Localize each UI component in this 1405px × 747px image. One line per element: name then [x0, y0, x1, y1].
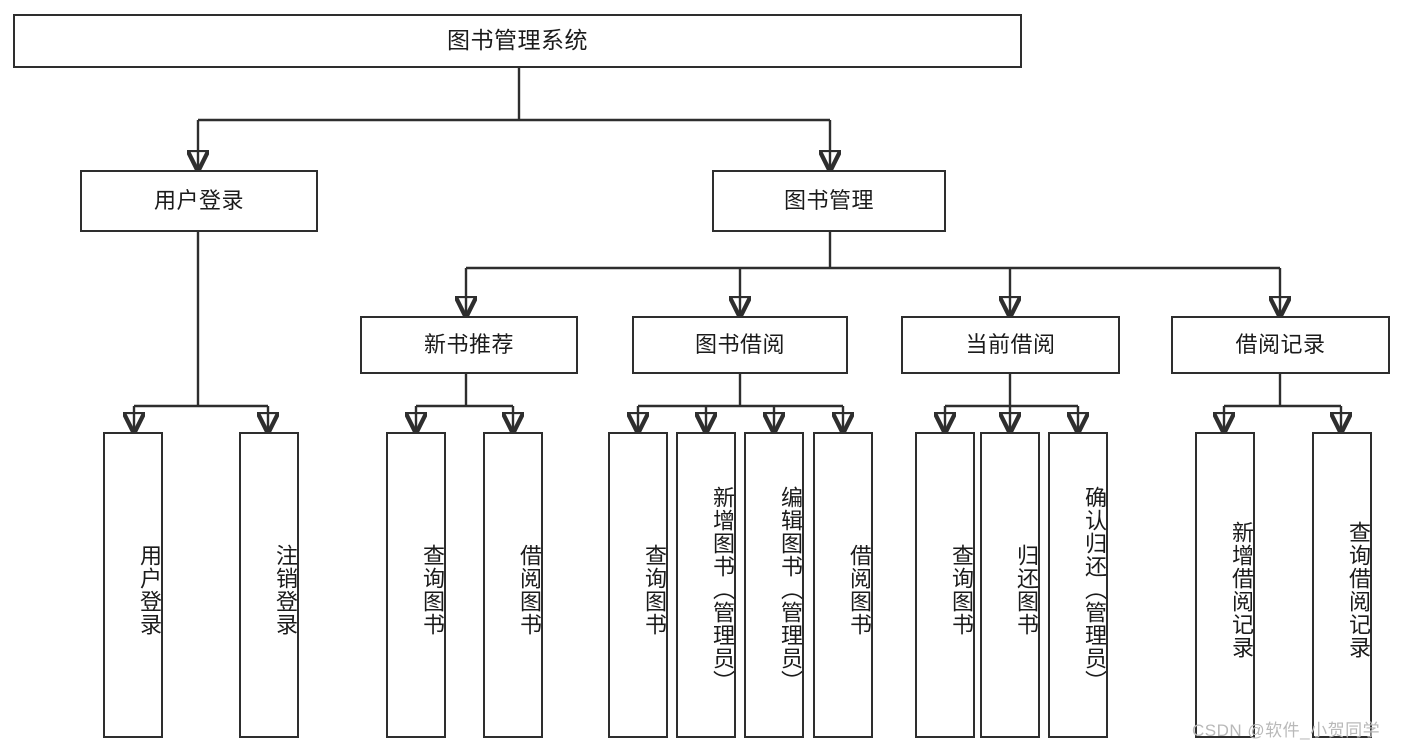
leaf-borrow-edit-book-admin[interactable]: 编辑图书（管理员） — [744, 432, 804, 738]
leaf-record-query-borrow-record[interactable]: 查询借阅记录 — [1312, 432, 1372, 738]
leaf-new-book-borrow-books[interactable]: 借阅图书 — [483, 432, 543, 738]
node-label: 当前借阅 — [965, 331, 1056, 357]
node-label: 查询图书 — [642, 543, 667, 636]
leaf-current-query-books[interactable]: 查询图书 — [915, 432, 975, 738]
leaf-record-add-borrow-record[interactable]: 新增借阅记录 — [1195, 432, 1255, 738]
node-label: 归还图书 — [1014, 543, 1039, 636]
node-label: 查询图书 — [420, 543, 445, 636]
node-label: 确认归还（管理员） — [1082, 486, 1107, 693]
node-current-borrowing[interactable]: 当前借阅 — [901, 316, 1120, 374]
leaf-borrow-add-book-admin[interactable]: 新增图书（管理员） — [676, 432, 736, 738]
node-book-management[interactable]: 图书管理 — [712, 170, 946, 232]
node-label: 查询图书 — [949, 543, 974, 636]
node-label: 新增借阅记录 — [1229, 520, 1254, 659]
node-label: 新书推荐 — [423, 331, 514, 357]
node-label: 用户登录 — [153, 187, 244, 213]
node-label: 查询借阅记录 — [1346, 520, 1371, 659]
leaf-current-return-books[interactable]: 归还图书 — [980, 432, 1040, 738]
node-label: 图书管理系统 — [447, 27, 588, 54]
node-label: 用户登录 — [137, 543, 162, 636]
leaf-new-book-query-books[interactable]: 查询图书 — [386, 432, 446, 738]
leaf-borrow-take-book[interactable]: 借阅图书 — [813, 432, 873, 738]
node-label: 编辑图书（管理员） — [778, 486, 803, 693]
node-root-library-management-system[interactable]: 图书管理系统 — [13, 14, 1022, 68]
leaf-logout[interactable]: 注销登录 — [239, 432, 299, 738]
node-book-borrowing[interactable]: 图书借阅 — [632, 316, 848, 374]
node-label: 注销登录 — [273, 543, 298, 636]
node-label: 借阅图书 — [847, 543, 872, 636]
node-label: 图书管理 — [783, 187, 874, 213]
node-borrowing-records[interactable]: 借阅记录 — [1171, 316, 1390, 374]
leaf-user-login[interactable]: 用户登录 — [103, 432, 163, 738]
node-new-book-recommendation[interactable]: 新书推荐 — [360, 316, 578, 374]
leaf-current-confirm-return-admin[interactable]: 确认归还（管理员） — [1048, 432, 1108, 738]
node-user-login[interactable]: 用户登录 — [80, 170, 318, 232]
node-label: 借阅记录 — [1235, 331, 1326, 357]
node-label: 借阅图书 — [517, 543, 542, 636]
node-label: 图书借阅 — [694, 331, 785, 357]
node-label: 新增图书（管理员） — [710, 486, 735, 693]
leaf-borrow-query-books[interactable]: 查询图书 — [608, 432, 668, 738]
